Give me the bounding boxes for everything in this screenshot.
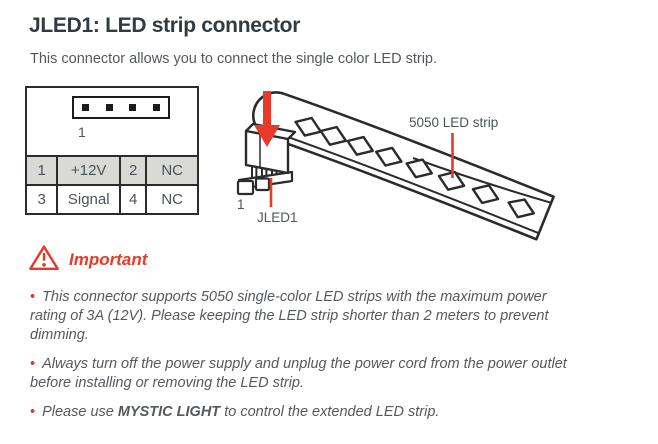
important-header: Important <box>28 243 147 272</box>
bullet-icon: • <box>30 356 36 372</box>
bullet-icon: • <box>30 289 36 305</box>
jled1-label: JLED1 <box>257 210 298 225</box>
table-row: 1 +12V 2 NC <box>27 155 197 185</box>
table-cell-pin-number: 4 <box>120 184 148 213</box>
pin-header-outline <box>72 96 170 119</box>
installation-illustration: 1 JLED1 5050 LED strip <box>236 91 555 241</box>
pin-icon <box>129 104 137 111</box>
pin-socket <box>254 177 271 192</box>
strip-edge-line <box>269 129 540 235</box>
table-cell-signal-name: Signal <box>57 184 122 213</box>
pin-icon <box>82 104 89 111</box>
insert-arrow-down-icon <box>254 91 280 147</box>
table-cell-signal-name: NC <box>146 155 197 185</box>
pin-diagram-block: 1 1 +12V 2 NC 3 Signal 4 NC <box>25 86 199 215</box>
table-cell-signal-name: +12V <box>57 155 122 185</box>
bullet-icon: • <box>30 404 36 420</box>
led-window <box>405 158 434 179</box>
note-text: This connector supports 5050 single-colo… <box>30 289 549 343</box>
important-heading: Important <box>69 249 148 269</box>
important-notes: •This connector supports 5050 single-col… <box>30 288 652 432</box>
strip-edge-line <box>412 157 552 204</box>
pin1-marker: 1 <box>237 197 245 212</box>
pin-icon <box>105 104 113 111</box>
note-item: •Always turn off the power supply and un… <box>30 355 652 393</box>
note-text: Please use MYSTIC LIGHT to control the e… <box>42 404 439 420</box>
led-strip-graphic <box>251 91 555 241</box>
table-cell-pin-number: 1 <box>27 155 59 185</box>
strip-label: 5050 LED strip <box>409 115 498 130</box>
connector-top-view: 1 <box>27 88 197 155</box>
note-item: •This connector supports 5050 single-col… <box>30 288 652 345</box>
led-window <box>437 170 466 191</box>
led-window <box>507 198 535 219</box>
note-text-pre: Please use <box>42 404 118 420</box>
warning-triangle-icon <box>29 245 59 271</box>
led-window <box>346 135 375 156</box>
note-text: Always turn off the power supply and unp… <box>30 356 567 391</box>
jled1-connector-plug <box>244 122 297 175</box>
table-cell-signal-name: NC <box>146 184 197 213</box>
page-title: JLED1: LED strip connector <box>29 14 301 37</box>
table-cell-pin-number: 2 <box>120 155 148 185</box>
pin-socket <box>236 179 255 196</box>
pin-table: 1 +12V 2 NC 3 Signal 4 NC <box>27 155 197 213</box>
led-window <box>294 116 323 137</box>
led-window <box>319 125 348 146</box>
note-text-bold: MYSTIC LIGHT <box>117 404 221 420</box>
page-subtitle: This connector allows you to connect the… <box>30 51 438 67</box>
note-item: • Please use MYSTIC LIGHT to control the … <box>30 403 652 422</box>
table-cell-pin-number: 3 <box>27 184 59 213</box>
led-window <box>374 146 403 167</box>
table-row: 3 Signal 4 NC <box>27 184 197 213</box>
note-text-post: to control the extended LED strip. <box>220 404 440 420</box>
pin1-label: 1 <box>78 124 86 140</box>
pin-icon <box>152 104 160 111</box>
led-window <box>471 184 500 205</box>
